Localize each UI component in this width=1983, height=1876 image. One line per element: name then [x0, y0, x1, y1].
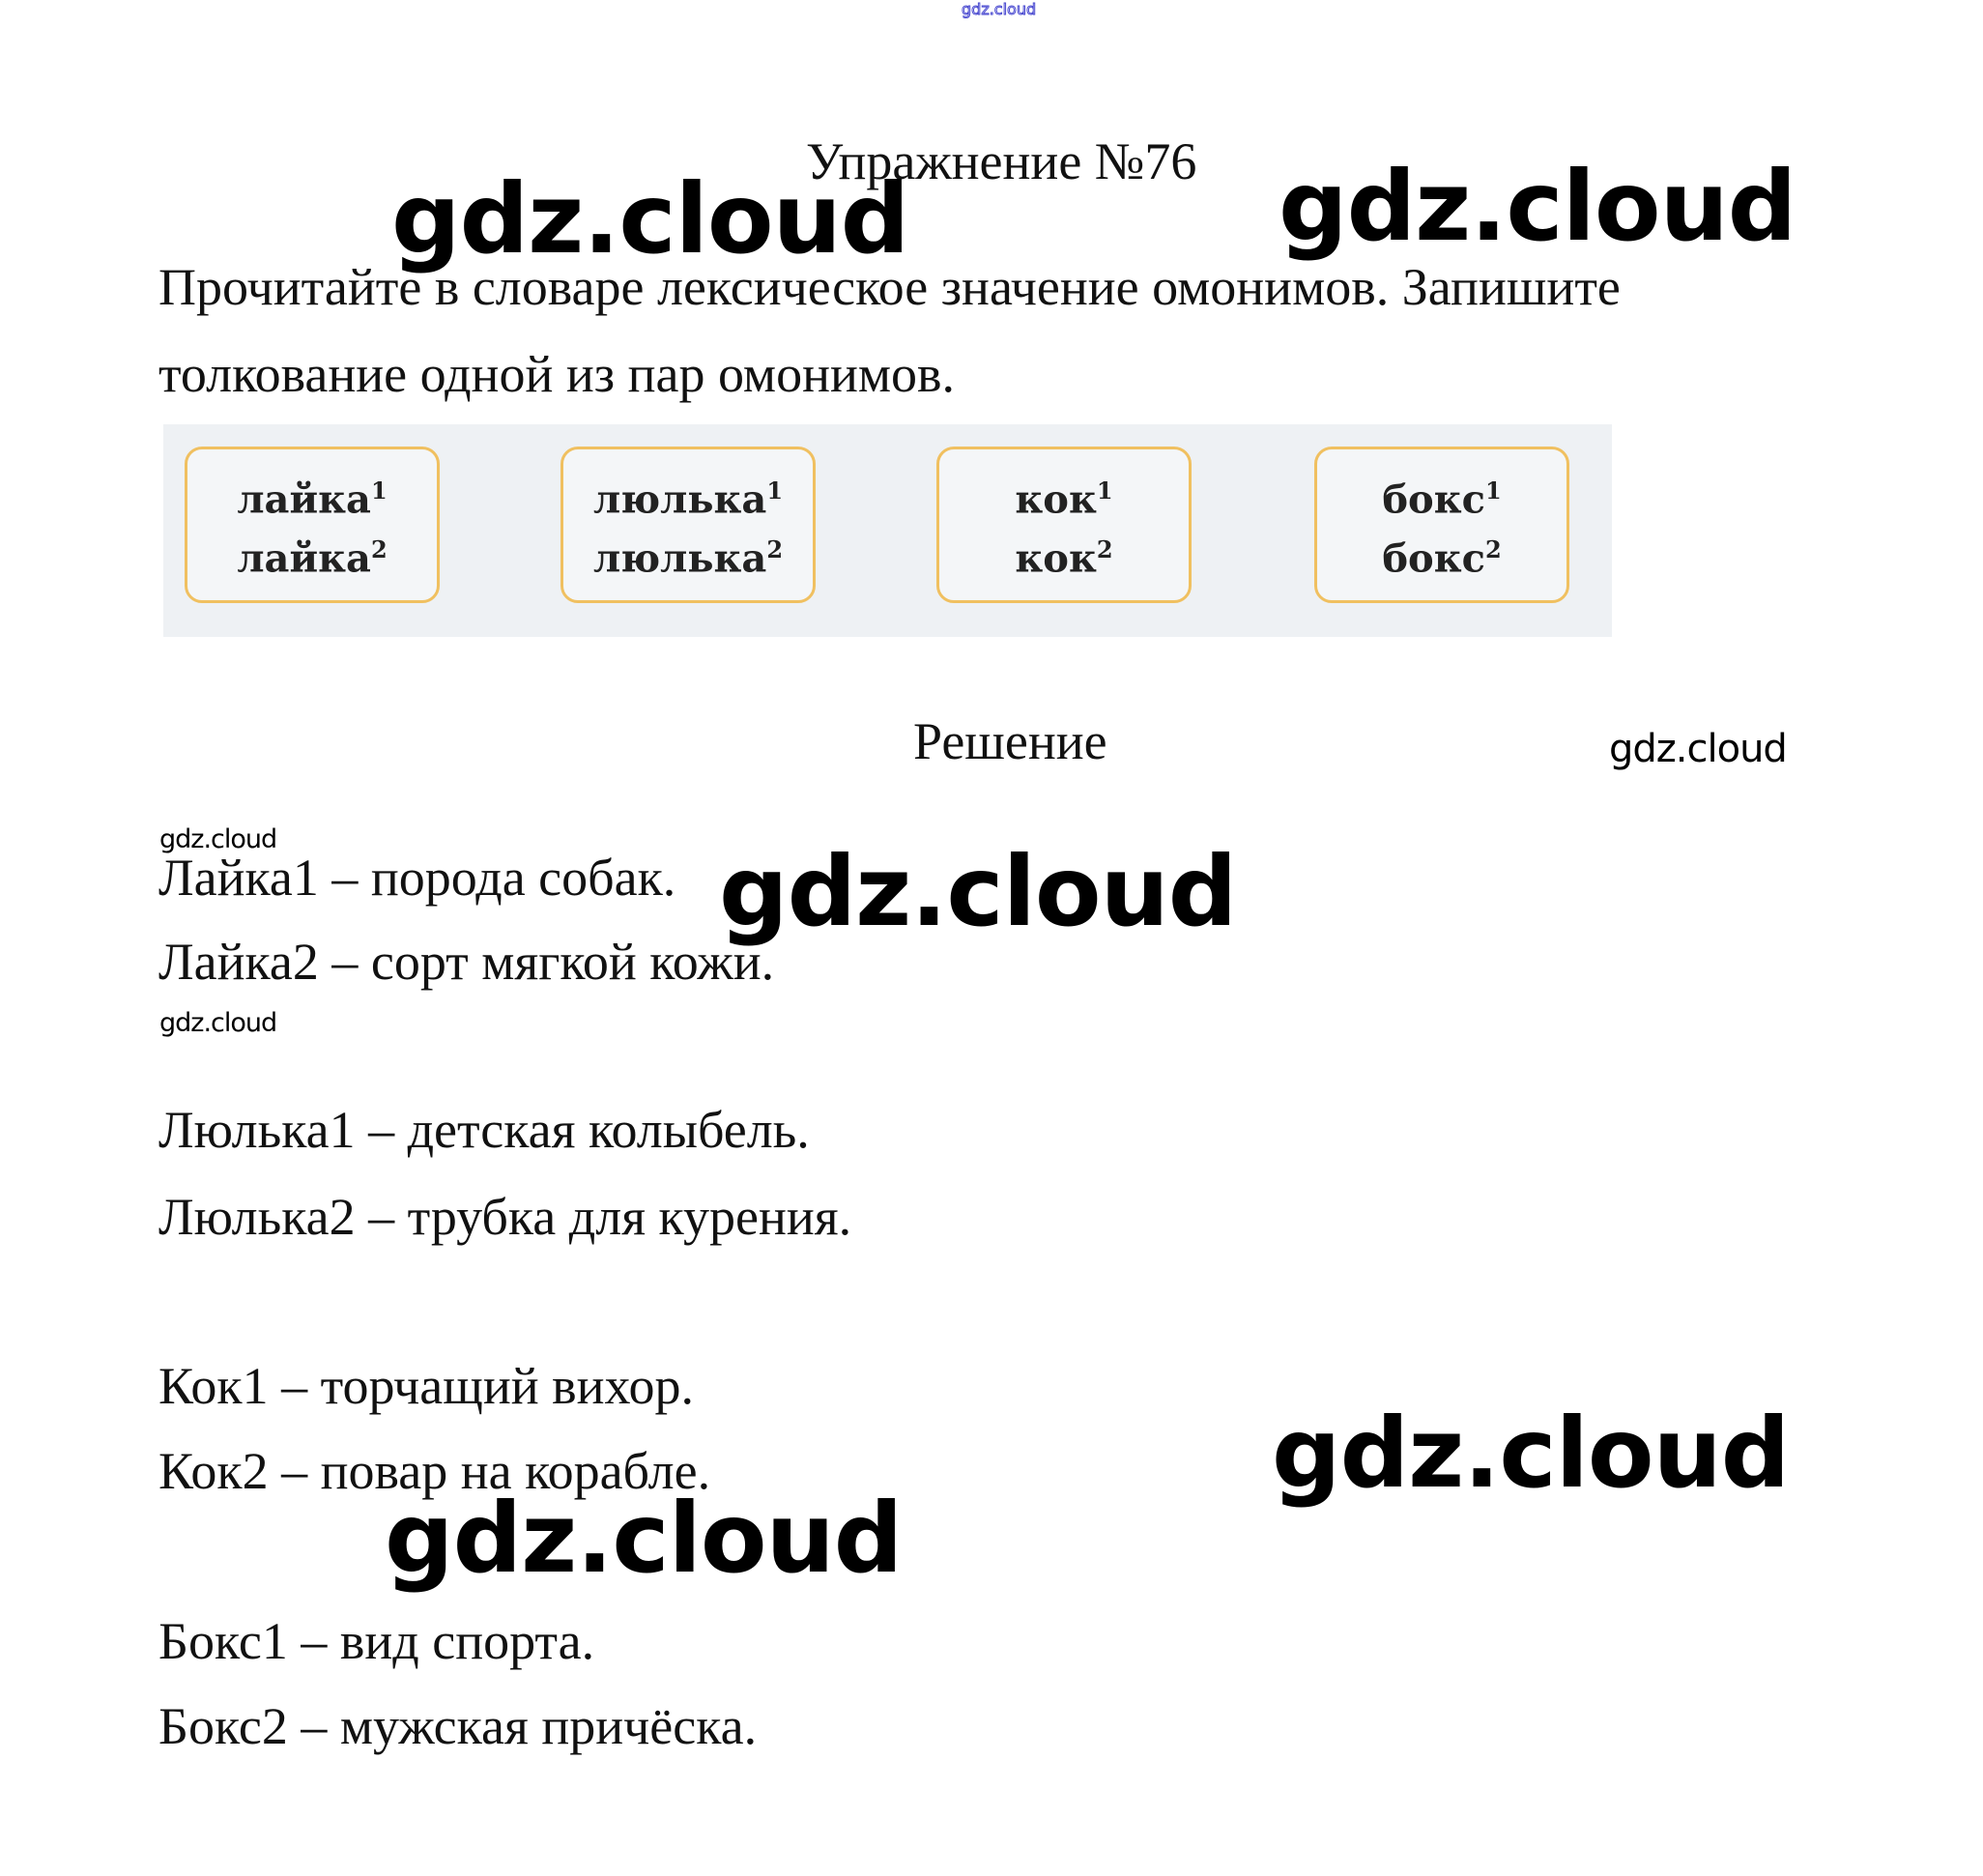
homonym-box-boks: бокс1 бокс2 — [1314, 447, 1569, 603]
task-line-1: Прочитайте в словаре лексическое значени… — [158, 258, 1621, 316]
answer-line: Люлька2 – трубка для курения. — [158, 1188, 852, 1246]
homonym-1: люлька1 — [592, 476, 784, 522]
answer-line: Бокс1 – вид спорта. — [158, 1612, 595, 1670]
answer-line: Лайка2 – сорт мягкой кожи. — [158, 933, 775, 991]
answer-line: Кок1 – торчащий вихор. — [158, 1357, 694, 1415]
homonym-1: кок1 — [1015, 476, 1113, 522]
answer-line: Бокс2 – мужская причёска. — [158, 1697, 758, 1755]
homonym-1: бокс1 — [1382, 476, 1502, 522]
watermark: gdz.cloud — [391, 162, 909, 275]
answer-line: Кок2 – повар на корабле. — [158, 1442, 711, 1500]
homonym-box-kok: кок1 кок2 — [936, 447, 1192, 603]
homonym-2: кок2 — [1015, 535, 1113, 582]
top-watermark: gdz.cloud — [961, 0, 1037, 19]
homonym-2: люлька2 — [592, 535, 784, 582]
watermark: gdz.cloud — [1279, 150, 1796, 263]
watermark: gdz.cloud — [1609, 727, 1788, 771]
answer-line: Лайка1 – порода собак. — [158, 849, 676, 907]
answer-line: Люлька1 – детская колыбель. — [158, 1101, 810, 1159]
homonyms-figure: лайка1 лайка2 люлька1 люлька2 кок1 кок2 … — [163, 424, 1612, 637]
solution-heading: Решение — [913, 712, 1107, 770]
homonym-box-laika: лайка1 лайка2 — [185, 447, 440, 603]
task-line-2: толкование одной из пар омонимов. — [158, 345, 956, 403]
exercise-title: Упражнение №76 — [806, 132, 1197, 190]
watermark: gdz.cloud — [159, 1008, 277, 1038]
homonym-1: лайка1 — [237, 476, 388, 522]
watermark: gdz.cloud — [719, 835, 1237, 948]
homonym-2: лайка2 — [237, 535, 388, 582]
watermark: gdz.cloud — [385, 1482, 903, 1595]
watermark: gdz.cloud — [1272, 1397, 1790, 1510]
homonym-2: бокс2 — [1382, 535, 1502, 582]
watermark: gdz.cloud — [159, 824, 277, 854]
homonym-box-lyulka: люлька1 люлька2 — [560, 447, 816, 603]
